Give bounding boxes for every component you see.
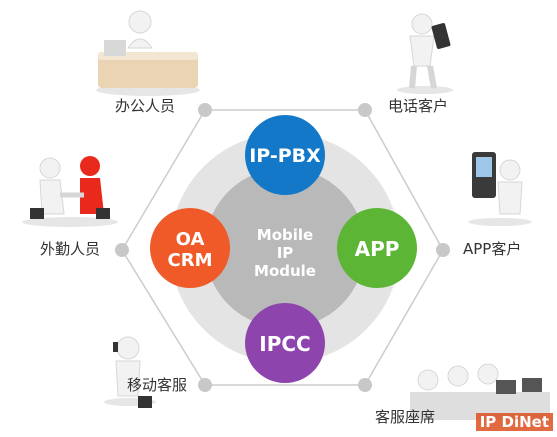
center-line-2: IP	[277, 244, 294, 262]
mobile-service-icon	[104, 336, 156, 408]
module-label-app: APP	[355, 237, 400, 261]
module-circle-oa-crm	[150, 208, 230, 288]
module-label-ip-pbx: IP-PBX	[249, 145, 321, 167]
module-circle-ipcc	[245, 303, 325, 383]
center-line-1: Mobile	[257, 226, 313, 244]
center-line-3: Module	[254, 262, 316, 280]
node-label-office-staff: 办公人员	[115, 97, 176, 115]
node-dot-bottom-left	[198, 378, 212, 392]
node-label-field-staff: 外勤人员	[40, 240, 101, 258]
node-label-service-agents: 客服座席	[375, 408, 436, 426]
receptionist-desk-icon	[96, 10, 200, 96]
watermark: IP DiNet	[475, 413, 553, 431]
node-dot-top-right	[358, 103, 372, 117]
module-label-ipcc: IPCC	[259, 332, 310, 356]
module-label-oa: OA	[176, 229, 205, 250]
handshake-icon	[22, 156, 118, 227]
mobile-phone-user-icon	[468, 152, 532, 226]
node-dot-bottom-right	[358, 378, 372, 392]
node-dot-mid-left	[115, 243, 129, 257]
phone-user-icon	[397, 13, 453, 94]
node-label-mobile-service: 移动客服	[127, 376, 188, 394]
inner-ring	[205, 168, 365, 328]
module-label-crm: CRM	[168, 250, 213, 271]
node-label-app-customer: APP客户	[463, 240, 522, 258]
node-dot-top-left	[198, 103, 212, 117]
node-label-phone-customer: 电话客户	[388, 97, 449, 115]
module-circle-app	[337, 208, 417, 288]
module-circle-ip-pbx	[245, 115, 325, 195]
node-dot-mid-right	[436, 243, 450, 257]
